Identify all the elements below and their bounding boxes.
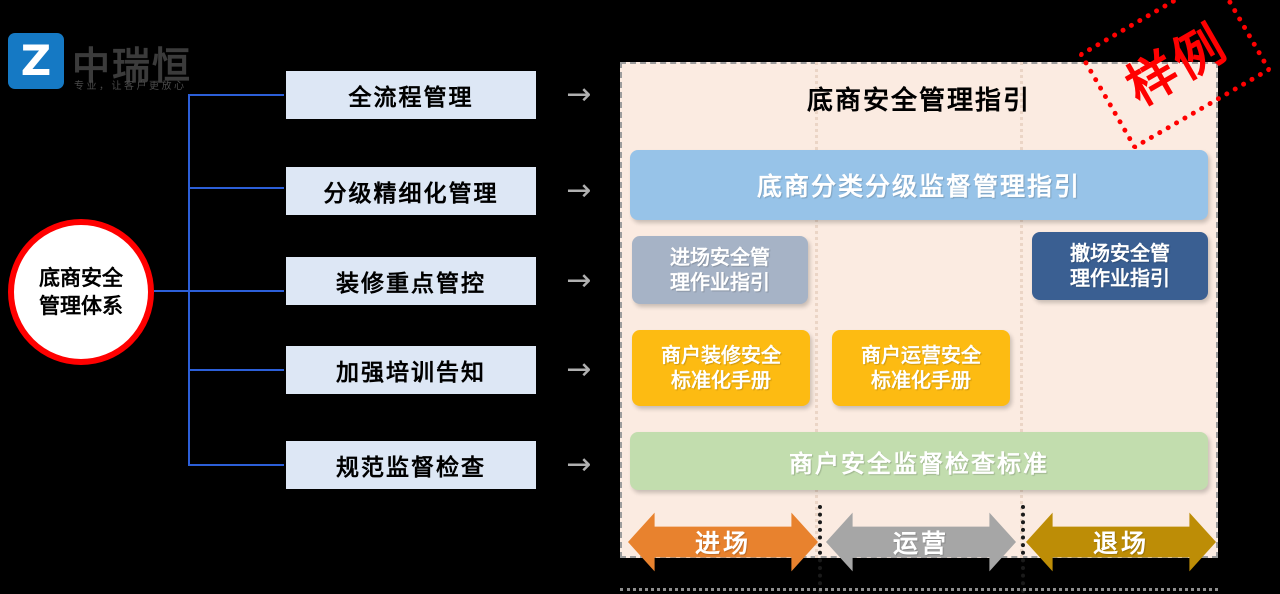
phase-baseline (620, 588, 1218, 591)
card-operate-label: 商户运营安全 标准化手册 (861, 343, 981, 393)
connector-stem (154, 290, 190, 292)
phase-label-exit: 退场 (1092, 529, 1149, 558)
card-fitout-safety-manual[interactable]: 商户装修安全 标准化手册 (632, 330, 810, 406)
pillar-box-2[interactable]: 分级精细化管理 (284, 165, 538, 217)
card-entry-line1: 进场安全管 (670, 245, 770, 269)
card-exit-safety-guideline[interactable]: 撤场安全管 理作业指引 (1032, 232, 1208, 300)
pillar-arrow-icon-3: → (566, 263, 592, 298)
panel-column-divider-1 (815, 62, 818, 558)
card-fitout-line1: 商户装修安全 (661, 343, 781, 367)
root-node-circle: 底商安全 管理体系 (8, 219, 154, 365)
panel-column-divider-2 (1020, 62, 1023, 558)
logo-mark-icon: Z (8, 33, 64, 89)
pillar-label-2: 分级精细化管理 (323, 181, 499, 207)
connector-spine (188, 94, 190, 466)
card-fitout-line2: 标准化手册 (671, 368, 771, 392)
root-node-label-line1: 底商安全 (39, 265, 123, 290)
pillar-label-3: 装修重点管控 (336, 271, 486, 297)
card-inspection-label: 商户安全监督检查标准 (789, 449, 1049, 478)
card-entry-line2: 理作业指引 (670, 270, 770, 294)
root-node-label: 底商安全 管理体系 (39, 264, 123, 321)
card-inspection-standard[interactable]: 商户安全监督检查标准 (630, 432, 1208, 490)
pillar-box-3[interactable]: 装修重点管控 (284, 255, 538, 307)
pillar-arrow-icon-1: → (566, 77, 592, 112)
card-operate-line1: 商户运营安全 (861, 343, 981, 367)
sample-watermark-text: 样例 (1116, 13, 1238, 118)
card-fitout-label: 商户装修安全 标准化手册 (661, 343, 781, 393)
logo-letter: Z (20, 36, 52, 85)
pillar-arrow-icon-5: → (566, 447, 592, 482)
phase-divider-1 (818, 505, 822, 593)
card-classification-guideline[interactable]: 底商分类分级监督管理指引 (630, 150, 1208, 220)
connector-branch-4 (188, 369, 284, 371)
card-classification-label: 底商分类分级监督管理指引 (756, 172, 1081, 201)
pillar-arrow-icon-4: → (566, 352, 592, 387)
pillar-label-4: 加强培训告知 (336, 360, 486, 386)
card-operation-safety-manual[interactable]: 商户运营安全 标准化手册 (832, 330, 1010, 406)
card-entry-label: 进场安全管 理作业指引 (670, 245, 770, 295)
card-exit-line1: 撤场安全管 (1070, 241, 1170, 265)
pillar-arrow-icon-2: → (566, 173, 592, 208)
connector-branch-2 (188, 187, 284, 189)
pillar-box-4[interactable]: 加强培训告知 (284, 344, 538, 396)
card-exit-line2: 理作业指引 (1070, 266, 1170, 290)
pillar-label-1: 全流程管理 (348, 85, 474, 111)
card-exit-label: 撤场安全管 理作业指引 (1070, 241, 1170, 291)
pillar-label-5: 规范监督检查 (336, 455, 486, 481)
phase-label-operate: 运营 (892, 529, 949, 558)
root-node-label-line2: 管理体系 (39, 294, 123, 318)
pillar-box-1[interactable]: 全流程管理 (284, 69, 538, 121)
connector-branch-5 (188, 464, 284, 466)
panel-title: 底商安全管理指引 (806, 86, 1031, 116)
card-operate-line2: 标准化手册 (871, 368, 971, 392)
phase-divider-2 (1021, 505, 1025, 593)
card-entry-safety-guideline[interactable]: 进场安全管 理作业指引 (632, 236, 808, 304)
phase-label-entry: 进场 (694, 529, 751, 558)
pillar-box-5[interactable]: 规范监督检查 (284, 439, 538, 491)
logo-wordmark: 中瑞恒 (72, 44, 193, 88)
company-logo: Z 中瑞恒 专业，让客户更放心 (8, 33, 193, 95)
connector-branch-1 (188, 94, 284, 96)
logo-tagline: 专业，让客户更放心 (74, 81, 187, 92)
connector-branch-3 (188, 290, 284, 292)
